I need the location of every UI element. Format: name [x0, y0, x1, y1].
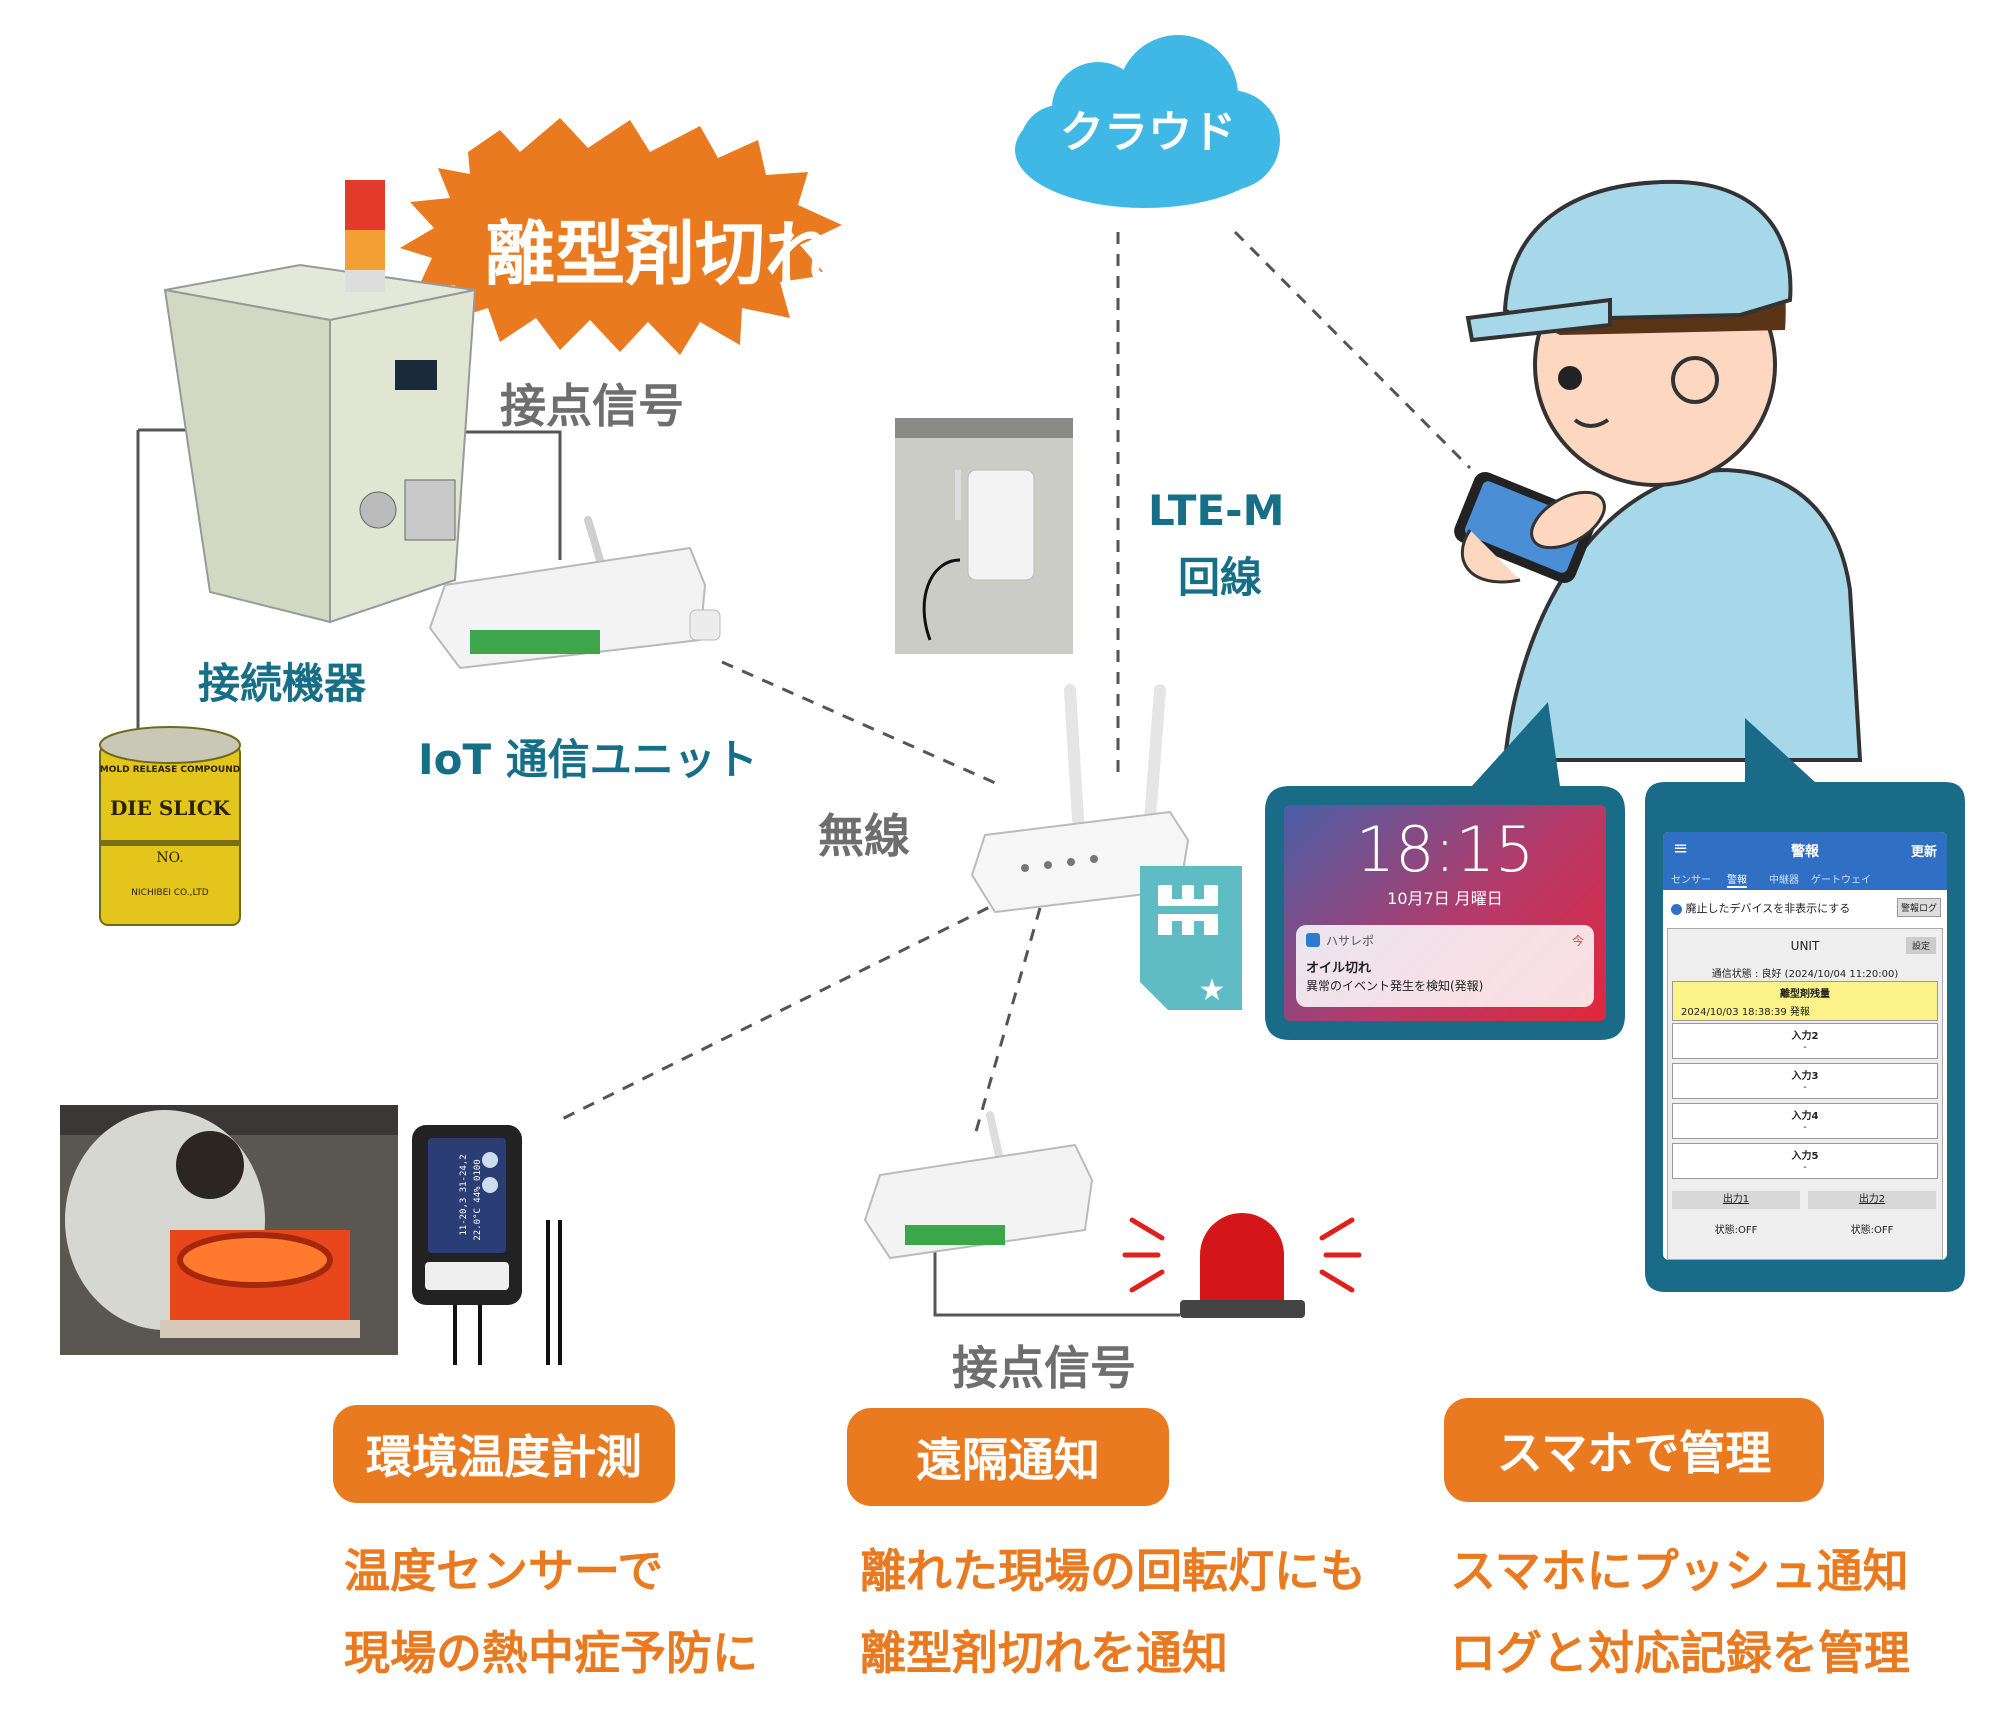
feature-desc-remote: 離れた現場の回転灯にも 離型剤切れを通知: [860, 1530, 1366, 1694]
output-1-button[interactable]: 出力1: [1672, 1191, 1800, 1209]
desc-line: 現場の熱中症予防に: [344, 1626, 758, 1680]
notification-time: 今: [1571, 934, 1584, 948]
desc-line: スマホにプッシュ通知: [1450, 1544, 1909, 1598]
svg-text:★: ★: [1199, 973, 1226, 1008]
input-value: -: [1803, 1082, 1807, 1093]
sensor-readout-1: 11-20,3 31-24,2: [459, 1154, 469, 1235]
burst-badge: [400, 118, 842, 355]
wire-contact-top: [440, 430, 562, 560]
notification-body: 異常のイベント発生を検知(発報): [1306, 979, 1484, 993]
wall-unit-photo: [895, 418, 1073, 654]
tab-gateway[interactable]: ゲートウェイ: [1811, 875, 1871, 886]
connection-lines: [136, 230, 1472, 1317]
iot-unit-label: IoT 通信ユニット: [418, 735, 758, 784]
oil-can-photo: MOLD RELEASE COMPOUND DIE SLICK NO. NICH…: [99, 726, 241, 926]
wireless-label: 無線: [818, 809, 910, 863]
alert-detail: 2024/10/03 18:38:39 発報: [1681, 1007, 1810, 1018]
settings-button[interactable]: 設定: [1905, 937, 1936, 954]
input-row: 入力3 -: [1672, 1063, 1938, 1099]
notification-title: オイル切れ: [1306, 961, 1372, 976]
desc-line: 温度センサーで: [344, 1544, 664, 1598]
burst-label: 離型剤切れ: [485, 213, 835, 295]
tab-sensor[interactable]: センサー: [1671, 875, 1711, 886]
lockscreen: 18:15 10月7日 月曜日 ハサレポ 今 オイル切れ 異常のイベント発生を検…: [1284, 805, 1606, 1021]
app-screen: ≡ 警報 更新 センサー 警報 中継器 ゲートウェイ 廃止したデバイスを非表示に…: [1663, 832, 1947, 1260]
refresh-button[interactable]: 更新: [1910, 845, 1937, 860]
remote-iot-unit: [863, 1111, 1094, 1260]
gateway-device: [970, 684, 1190, 914]
feature-desc-temperature: 温度センサーで 現場の熱中症予防に: [344, 1530, 758, 1694]
input-name: 入力4: [1791, 1111, 1819, 1122]
input-value: -: [1803, 1042, 1807, 1053]
connected-device-label: 接続機器: [198, 659, 367, 708]
desc-line: 離型剤切れを通知: [860, 1626, 1228, 1680]
contact-signal-top: 接点信号: [500, 379, 684, 433]
feature-pill-remote: 遠隔通知: [847, 1408, 1169, 1506]
machine-photo: [163, 180, 477, 624]
desc-line: ログと対応記録を管理: [1450, 1626, 1910, 1680]
lte-label-line1: LTE-M: [1148, 486, 1285, 535]
user-illustration: [1454, 179, 1863, 762]
log-button[interactable]: 警報ログ: [1896, 898, 1941, 917]
input-row: 入力5 -: [1672, 1143, 1938, 1179]
link-gateway-sensor: [559, 896, 1009, 1122]
input-name: 入力5: [1791, 1151, 1819, 1162]
can-no-text: NO.: [156, 850, 183, 866]
feature-pill-temperature: 環境温度計測: [333, 1405, 675, 1503]
tab-relay[interactable]: 中継器: [1769, 875, 1799, 886]
can-maker-text: NICHIBEI CO.,LTD: [131, 888, 208, 898]
app-header: ≡ 警報 更新: [1663, 832, 1947, 866]
hide-option[interactable]: 廃止したデバイスを非表示にする: [1671, 900, 1850, 916]
unit-card: UNIT 設定 通信状態 : 良好 (2024/10/04 11:20:00) …: [1667, 928, 1943, 1260]
input-value: -: [1803, 1122, 1807, 1133]
lockscreen-date: 10月7日 月曜日: [1387, 889, 1503, 908]
tab-alarm[interactable]: 警報: [1727, 871, 1747, 888]
alert-title: 離型剤残量: [1780, 989, 1830, 1000]
hide-option-label: 廃止したデバイスを非表示にする: [1685, 902, 1851, 915]
check-icon: [1671, 903, 1682, 915]
app-header-title: 警報: [1791, 844, 1819, 860]
wire-contact-bottom: [933, 1242, 1180, 1317]
comm-status: 通信状態 : 良好 (2024/10/04 11:20:00): [1711, 969, 1899, 980]
feature-pill-smartphone: スマホで管理: [1444, 1398, 1824, 1502]
revolving-light-icon: [1122, 1213, 1362, 1318]
contact-signal-bottom: 接点信号: [952, 1341, 1136, 1395]
lte-label-line2: 回線: [1178, 553, 1263, 602]
worker-photo: [60, 1105, 398, 1355]
can-top-text: MOLD RELEASE COMPOUND: [100, 765, 240, 775]
input-name: 入力3: [1791, 1071, 1819, 1082]
sensor-readout-2: 22.0°C 44% 0100: [473, 1159, 483, 1240]
notification-card[interactable]: ハサレポ 今 オイル切れ 異常のイベント発生を検知(発報): [1296, 925, 1594, 1007]
link-gateway-remote: [973, 907, 1042, 1136]
output-1-state: 状態:OFF: [1714, 1225, 1758, 1236]
link-unit-gateway: [721, 660, 1003, 788]
temperature-sensor-device: 11-20,3 31-24,2 22.0°C 44% 0100: [412, 1125, 562, 1365]
input-row: 入力2 -: [1672, 1023, 1938, 1059]
app-icon: [1306, 933, 1320, 947]
menu-icon[interactable]: ≡: [1673, 838, 1689, 859]
desc-line: 離れた現場の回転灯にも: [860, 1544, 1366, 1598]
input-row: 入力4 -: [1672, 1103, 1938, 1139]
unit-title: UNIT: [1790, 939, 1820, 953]
iot-unit-device: [428, 516, 721, 670]
output-2-state: 状態:OFF: [1850, 1225, 1894, 1236]
sim-card-icon: ★: [1140, 866, 1242, 1010]
output-2-button[interactable]: 出力2: [1808, 1191, 1936, 1209]
alert-box: 離型剤残量 2024/10/03 18:38:39 発報: [1672, 981, 1938, 1021]
feature-desc-smartphone: スマホにプッシュ通知 ログと対応記録を管理: [1450, 1530, 1910, 1694]
can-brand-text: DIE SLICK: [110, 796, 231, 820]
input-name: 入力2: [1791, 1031, 1819, 1042]
input-value: -: [1803, 1162, 1807, 1173]
cloud-icon: [1015, 35, 1280, 208]
app-tabs: センサー 警報 中継器 ゲートウェイ: [1663, 866, 1947, 890]
lockscreen-time: 18:15: [1355, 813, 1535, 886]
cloud-label: クラウド: [1060, 107, 1236, 158]
link-cloud-user: [1233, 230, 1472, 470]
notification-app: ハサレポ: [1326, 934, 1375, 948]
